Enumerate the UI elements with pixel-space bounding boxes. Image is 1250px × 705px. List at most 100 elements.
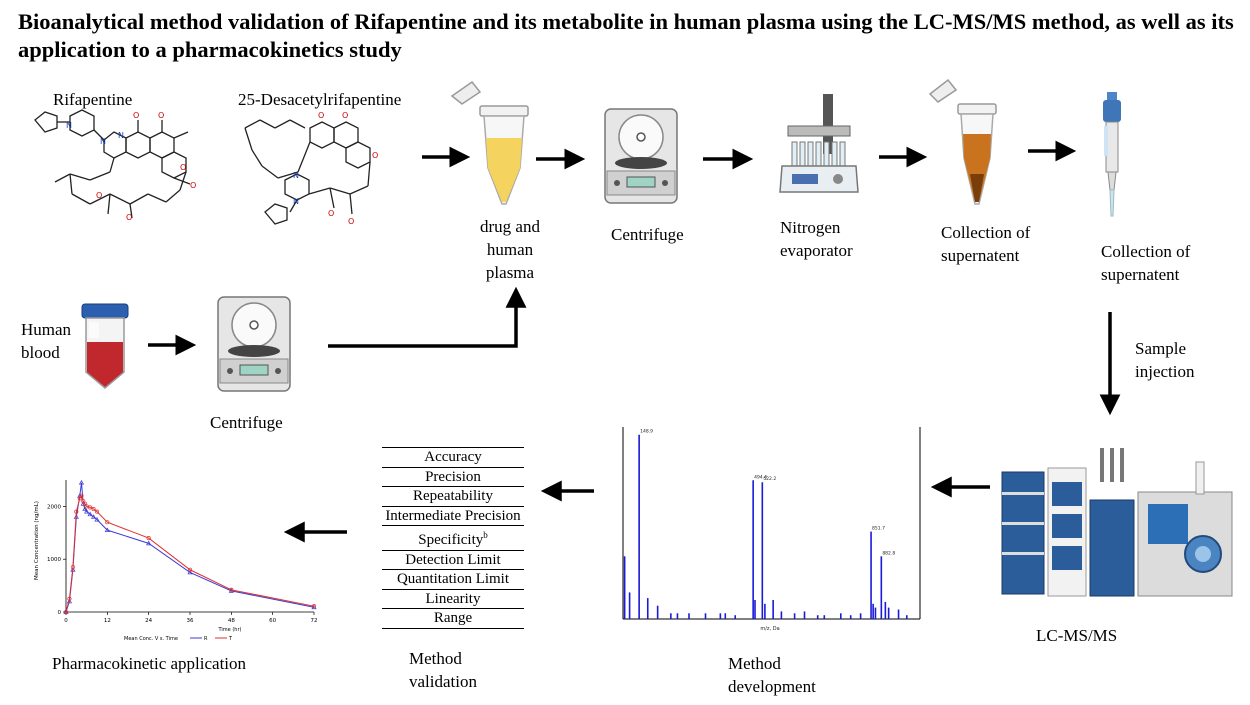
pk-point-R xyxy=(78,479,85,485)
pk-point-T xyxy=(74,509,79,514)
label-human-blood-line2: blood xyxy=(21,343,60,362)
svg-text:N: N xyxy=(293,197,299,206)
pk-point-R xyxy=(82,506,88,511)
pk-series-T-line xyxy=(65,494,315,613)
pk-point-R xyxy=(90,514,97,519)
svg-text:N: N xyxy=(100,137,106,146)
svg-text:O: O xyxy=(180,163,186,172)
svg-text:O: O xyxy=(96,191,102,200)
pk-x-tick-label: 24 xyxy=(145,618,152,624)
pk-legend-t: T xyxy=(228,636,233,642)
pk-point-T xyxy=(91,506,96,512)
metabolite-label: 25-Desacetylrifapentine xyxy=(238,90,402,109)
label-collection-1: Collection of supernatent xyxy=(941,221,1030,267)
param-accuracy: Accuracy xyxy=(382,447,524,467)
pk-point-T xyxy=(105,520,110,525)
pk-point-R xyxy=(104,527,110,533)
pk-point-T xyxy=(187,567,193,572)
arrow-centrifuge-to-plasma xyxy=(328,286,527,348)
spectrum-peak-label: 148.9 xyxy=(640,429,653,435)
label-method-validation: Method validation xyxy=(409,647,477,693)
label-centrifuge-top: Centrifuge xyxy=(611,225,684,244)
label-method-development-line1: Method xyxy=(728,654,781,673)
nitrogen-evaporator-icon xyxy=(779,94,859,193)
pk-point-R xyxy=(84,508,90,514)
centrifuge-top-icon xyxy=(604,108,678,204)
spectrum-xlabel: m/z, Da xyxy=(760,626,779,632)
pk-point-R xyxy=(187,569,193,575)
spectrum-peak-label: 522.2 xyxy=(763,476,776,482)
pk-y-tick-label: 1000 xyxy=(47,557,61,563)
spectrum-peak-label: 882.8 xyxy=(882,550,895,556)
label-nitrogen-evaporator: Nitrogen evaporator xyxy=(780,216,853,262)
pk-point-T xyxy=(67,596,72,601)
svg-text:O: O xyxy=(133,111,139,120)
param-intermediate-precision: Intermediate Precision xyxy=(382,505,524,526)
pk-ylabel: Mean Concentration (ng/mL) xyxy=(34,501,40,580)
label-collection-2-line2: supernatent xyxy=(1101,265,1180,284)
pk-point-R xyxy=(311,604,317,610)
label-human-blood-line1: Human xyxy=(21,320,72,339)
pk-legend-r: R xyxy=(204,636,208,642)
validation-parameter-table: Accuracy Precision Repeatability Interme… xyxy=(382,447,524,629)
pk-point-R xyxy=(146,540,152,546)
pk-x-tick-label: 36 xyxy=(187,618,194,624)
pk-point-T xyxy=(311,604,317,609)
pk-xlabel: Time (hr) xyxy=(218,627,242,633)
label-centrifuge-bottom: Centrifuge xyxy=(210,413,283,432)
svg-text:O: O xyxy=(328,209,334,218)
blood-tube-icon xyxy=(81,303,129,389)
label-sample-injection-line2: injection xyxy=(1135,362,1195,381)
pk-point-T xyxy=(229,587,234,592)
pk-point-T xyxy=(70,565,75,570)
param-range: Range xyxy=(382,608,524,629)
pk-x-tick-label: 60 xyxy=(269,618,276,624)
label-collection-2-line1: Collection of xyxy=(1101,242,1191,261)
svg-text:O: O xyxy=(126,213,132,222)
label-nitrogen-line2: evaporator xyxy=(780,241,853,260)
pk-x-tick-label: 12 xyxy=(104,618,111,624)
svg-text:O: O xyxy=(190,181,196,190)
plasma-tube-icon xyxy=(450,80,529,205)
param-repeatability: Repeatability xyxy=(382,486,524,506)
label-human-blood: Human blood xyxy=(21,318,71,364)
label-method-validation-line1: Method xyxy=(409,649,462,668)
label-collection-1-line2: supernatent xyxy=(941,246,1020,265)
spectrum-peak-label: 494.4 xyxy=(754,474,767,480)
label-sample-injection-line1: Sample xyxy=(1135,339,1186,358)
pk-point-T xyxy=(88,505,93,510)
label-method-development-line2: development xyxy=(728,677,816,696)
param-specificity: Specificityb xyxy=(382,525,524,550)
rifapentine-label: Rifapentine xyxy=(53,90,133,109)
page-title: Bioanalytical method validation of Rifap… xyxy=(18,9,1234,62)
label-nitrogen-line1: Nitrogen xyxy=(780,218,841,237)
pipette-icon xyxy=(1103,92,1121,217)
svg-text:N: N xyxy=(118,131,124,140)
label-collection-1-line1: Collection of xyxy=(941,223,1031,242)
pk-point-R xyxy=(228,588,234,593)
label-method-validation-line2: validation xyxy=(409,672,477,691)
svg-text:N: N xyxy=(293,171,299,180)
param-precision: Precision xyxy=(382,466,524,487)
param-specificity-label: Specificity xyxy=(418,532,484,548)
pk-point-T xyxy=(79,493,84,498)
pk-x-tick-label: 48 xyxy=(228,618,235,624)
svg-text:O: O xyxy=(342,111,348,120)
label-collection-2: Collection of supernatent xyxy=(1101,240,1190,286)
param-detection-limit: Detection Limit xyxy=(382,549,524,570)
param-quantitation-limit: Quantitation Limit xyxy=(382,569,524,589)
svg-text:N: N xyxy=(66,121,72,130)
label-sample-injection: Sample injection xyxy=(1135,337,1194,383)
pk-x-tick-label: 72 xyxy=(311,618,318,624)
label-method-development: Method development xyxy=(728,652,816,698)
pk-legend-title: Mean Conc. V s. Time xyxy=(124,636,178,642)
pk-point-T xyxy=(94,509,100,514)
pk-y-tick-label: 2000 xyxy=(47,504,61,510)
label-lcms: LC-MS/MS xyxy=(1036,626,1118,645)
svg-text:O: O xyxy=(348,217,354,226)
